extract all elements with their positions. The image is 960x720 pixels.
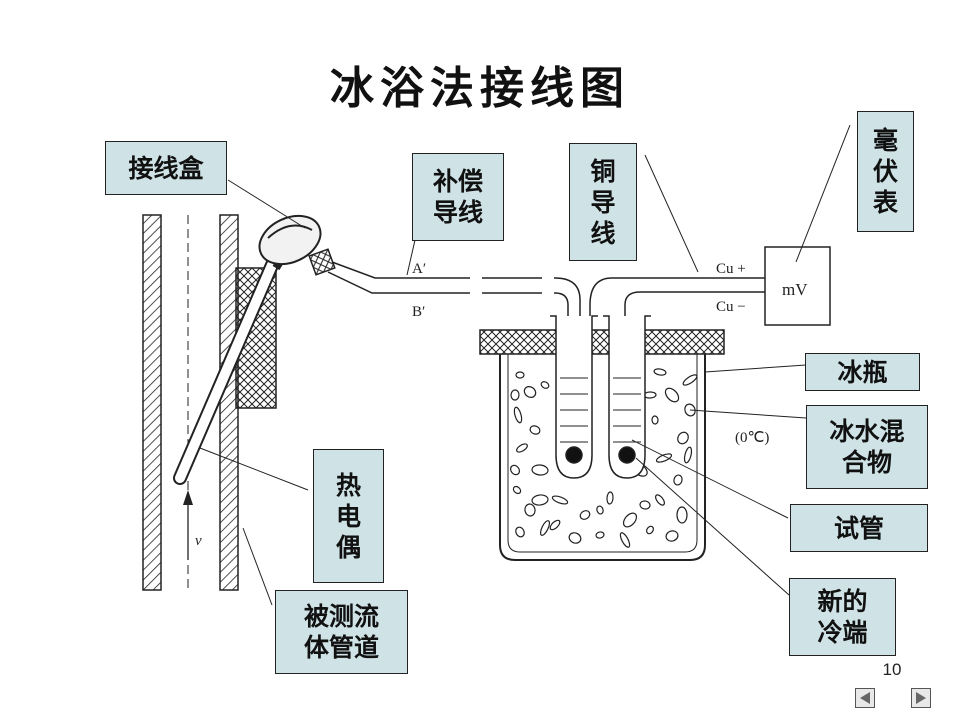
- cu-minus-label: Cu −: [716, 299, 746, 315]
- junction-box-callout: 接线盒: [105, 141, 227, 195]
- flow-velocity-label: v: [195, 533, 202, 549]
- ice-piece: [510, 389, 520, 401]
- measured-fluid-pipe-callout: 被测流 体管道: [275, 590, 408, 674]
- ice-piece: [606, 491, 614, 505]
- ice-piece: [676, 506, 688, 524]
- ice-piece: [596, 505, 604, 515]
- ice-piece: [639, 500, 651, 510]
- ice-piece: [523, 386, 537, 398]
- new-cold-junction-callout: 新的 冷端: [789, 578, 896, 656]
- ice-piece: [655, 494, 665, 506]
- ice-piece: [683, 446, 693, 464]
- ice-piece: [682, 374, 698, 386]
- copper-wires: [589, 277, 765, 445]
- ice-water-mixture-callout: 冰水混 合物: [806, 405, 928, 489]
- ice-piece: [512, 485, 522, 495]
- next-slide-button[interactable]: [911, 688, 931, 708]
- junction-box: [258, 214, 336, 276]
- ice-piece: [579, 510, 591, 520]
- fluid-pipe: [142, 214, 239, 591]
- ice-piece: [531, 494, 549, 506]
- ice-piece: [551, 495, 569, 505]
- wire-a-label: A′: [412, 261, 426, 277]
- ice-piece: [540, 381, 550, 389]
- ice-piece: [595, 531, 605, 539]
- ice-piece: [684, 403, 696, 417]
- test-tubes: [550, 315, 651, 479]
- millivoltmeter: [764, 246, 831, 326]
- ice-piece: [515, 371, 525, 379]
- ice-piece: [515, 526, 525, 538]
- leader-lines: [199, 124, 851, 606]
- triangle-right-icon: [916, 692, 926, 704]
- ice-piece: [516, 443, 528, 453]
- ice-flask-callout: 冰瓶: [805, 353, 920, 391]
- page-number: 10: [882, 660, 902, 679]
- cold-junction-right: [618, 446, 636, 464]
- ice-piece: [509, 464, 521, 476]
- ice-piece: [539, 520, 551, 536]
- ice-piece: [646, 525, 654, 535]
- ice-piece: [524, 503, 536, 517]
- ice-piece: [664, 387, 680, 403]
- ice-piece: [653, 368, 667, 376]
- slide-title: 冰浴法接线图: [330, 63, 630, 114]
- ice-piece: [531, 464, 549, 476]
- triangle-left-icon: [860, 692, 870, 704]
- ice-water-mixture: [509, 368, 698, 548]
- meter-unit-label: mV: [782, 280, 808, 299]
- ice-piece: [549, 519, 561, 531]
- previous-slide-button[interactable]: [855, 688, 875, 708]
- ice-piece: [513, 406, 523, 424]
- compensating-wires: [327, 261, 581, 445]
- ice-temp-label: (0℃): [735, 430, 769, 446]
- wire-b-label: B′: [412, 304, 425, 320]
- ice-piece: [655, 453, 673, 463]
- thermocouple-callout: 热 电 偶: [313, 449, 384, 583]
- millivoltmeter-callout: 毫 伏 表: [857, 111, 914, 232]
- ice-piece: [529, 425, 541, 435]
- ice-piece: [677, 431, 689, 445]
- ice-piece: [665, 530, 679, 542]
- ice-piece: [651, 415, 659, 425]
- ice-piece: [568, 532, 582, 544]
- cold-junction-left: [565, 446, 583, 464]
- compensating-wire-callout: 补偿 导线: [412, 153, 504, 241]
- cu-plus-label: Cu +: [716, 261, 746, 277]
- copper-wire-callout: 铜 导 线: [569, 143, 637, 261]
- ice-flask: [479, 329, 725, 561]
- ice-piece: [673, 474, 683, 486]
- ice-piece: [622, 512, 638, 528]
- ice-piece: [619, 532, 631, 548]
- test-tube-callout: 试管: [790, 504, 928, 552]
